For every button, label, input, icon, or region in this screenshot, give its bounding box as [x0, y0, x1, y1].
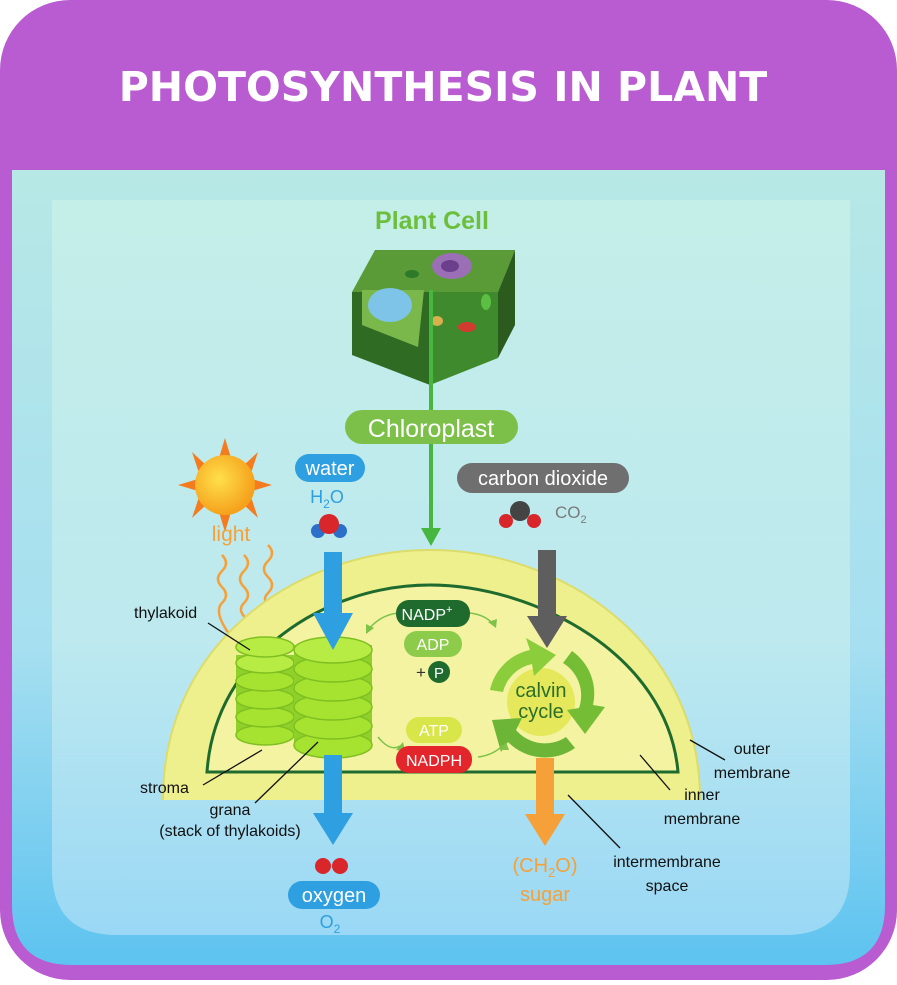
- phosphate-circle: [428, 661, 450, 683]
- sugar-formula: (CH2O): [513, 855, 578, 880]
- oxygen-label: oxygen: [302, 885, 367, 907]
- sugar-label: sugar: [520, 884, 570, 906]
- page-title: PHOTOSYNTHESIS IN PLANT: [119, 63, 768, 111]
- co2-formula: CO2: [555, 503, 587, 526]
- plus-sign: +: [416, 663, 426, 682]
- atp-pill: [406, 717, 462, 743]
- water-label: water: [305, 458, 355, 480]
- leader-lines: [202, 622, 726, 849]
- inner-membrane-label-2: membrane: [664, 811, 741, 828]
- thylakoid-label: thylakoid: [134, 605, 197, 622]
- light-label: light: [212, 523, 251, 546]
- intermembrane-label-1: intermembrane: [613, 854, 721, 871]
- phosphate-label: P: [434, 665, 444, 682]
- oxygen-arrow-head: [313, 813, 353, 845]
- adp-pill: [404, 631, 462, 657]
- nadph-pill: [396, 746, 472, 773]
- water-pill: [295, 454, 365, 482]
- sugar-arrow-head: [525, 814, 565, 846]
- sugar-arrow-shaft: [536, 758, 554, 818]
- atp-label: ATP: [419, 723, 449, 740]
- grana-label: grana: [210, 802, 251, 819]
- co2-arrow-shaft: [538, 550, 556, 620]
- inner-membrane-label-1: inner: [684, 787, 720, 804]
- nadph-label: NADPH: [406, 753, 462, 770]
- adp-label: ADP: [417, 637, 450, 654]
- oxygen-arrow-shaft: [324, 755, 342, 817]
- nadp-label: NADP+: [402, 604, 453, 624]
- calvin-line1: calvin: [515, 680, 566, 702]
- calvin-cycle-icon: [490, 638, 605, 758]
- sun-icon: [178, 438, 272, 532]
- nadp-pill: [396, 600, 470, 627]
- plant-cell-label: Plant Cell: [375, 207, 489, 235]
- oxygen-molecule-icon: [315, 858, 348, 874]
- outer-membrane-label-1: outer: [734, 741, 771, 758]
- stroma-label: stroma: [140, 780, 189, 797]
- water-arrow-head: [313, 613, 353, 650]
- granum-small: [235, 636, 295, 746]
- oxygen-pill: [288, 881, 380, 909]
- water-formula: H2O: [310, 487, 344, 511]
- o2-formula: O2: [320, 912, 341, 936]
- plant-cell-icon: [352, 250, 515, 385]
- co2-arrow-head: [527, 616, 567, 648]
- chloroplast-arrow-head: [421, 528, 441, 546]
- granum-large: [293, 636, 373, 759]
- outer-membrane-label-2: membrane: [714, 765, 791, 782]
- chloroplast-pill: [345, 410, 518, 444]
- water-arrow-shaft: [324, 552, 342, 617]
- chloroplast-label: Chloroplast: [368, 415, 495, 443]
- co2-molecule-icon: [499, 501, 541, 528]
- calvin-line2: cycle: [518, 701, 564, 723]
- carbon-dioxide-label: carbon dioxide: [478, 468, 608, 490]
- light-rays: [216, 544, 290, 654]
- intermembrane-label-2: space: [646, 878, 689, 895]
- grana-sublabel: (stack of thylakoids): [159, 823, 300, 840]
- water-molecule-icon: [311, 514, 347, 538]
- carbon-dioxide-pill: [457, 463, 629, 493]
